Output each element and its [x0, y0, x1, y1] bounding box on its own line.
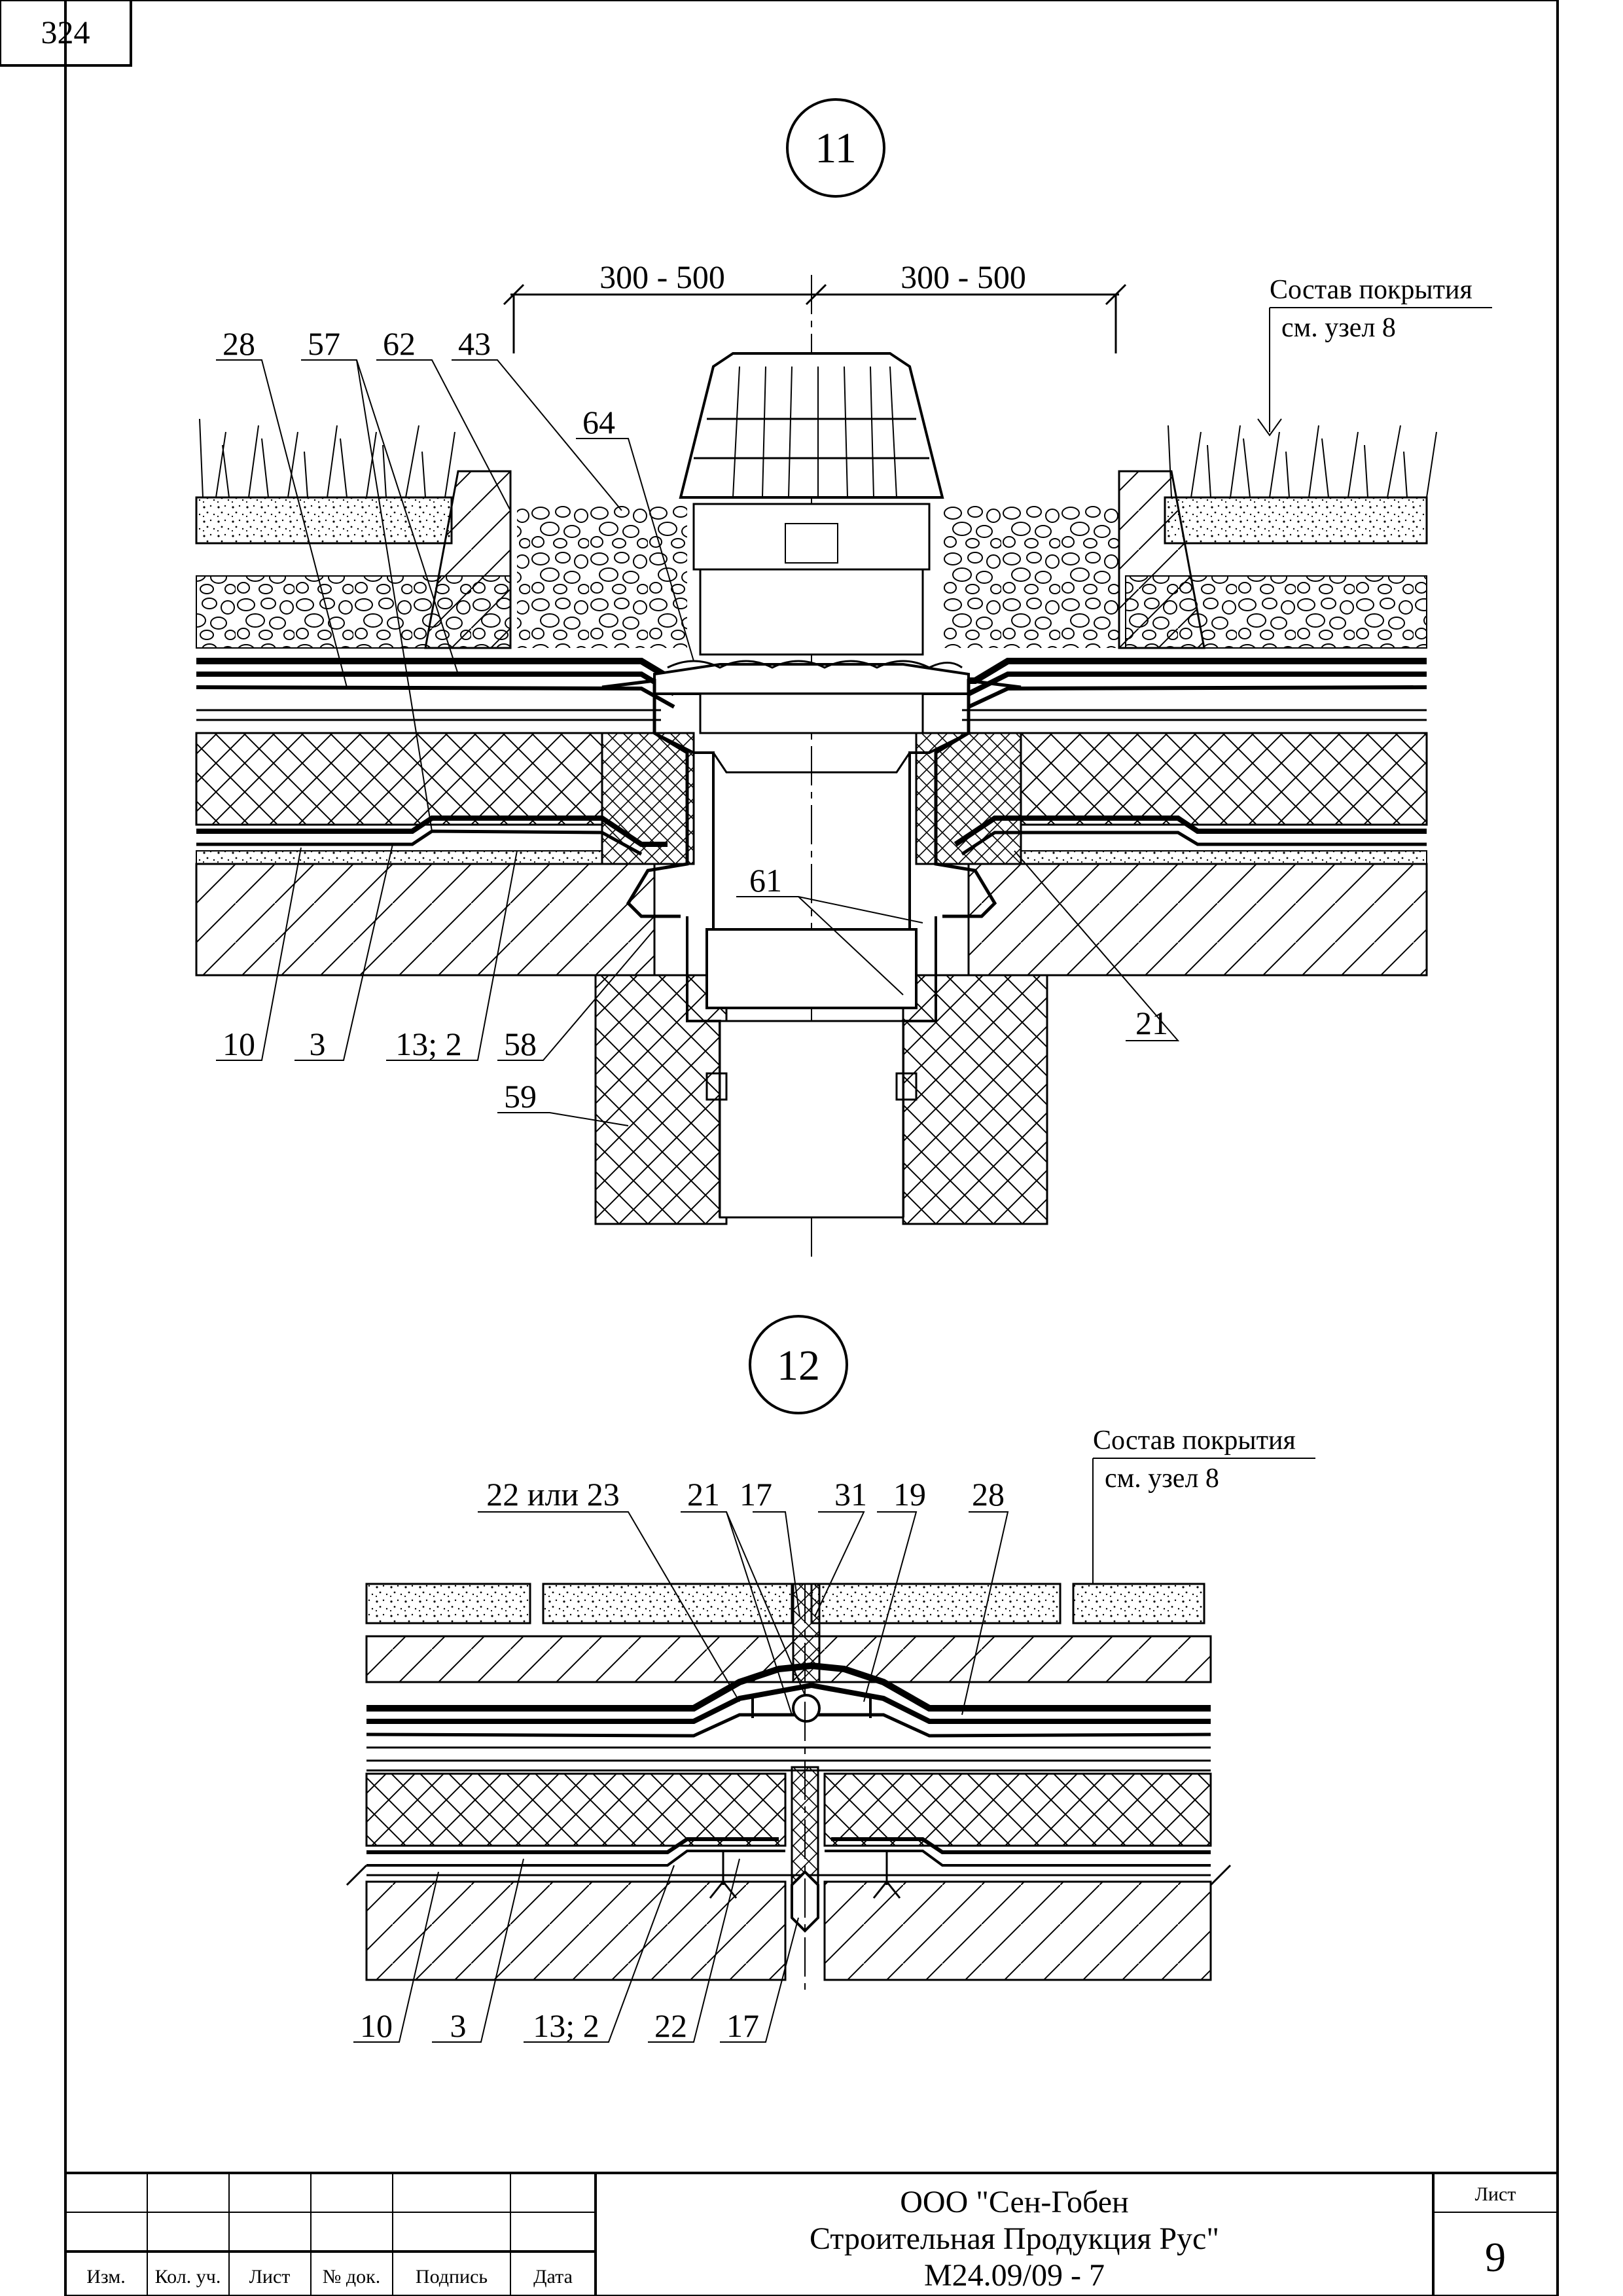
coating-note-12-line2: см. узел 8 [1105, 1463, 1219, 1494]
label-3: 3 [310, 1026, 326, 1062]
document-code: М24.09/09 - 7 [924, 2258, 1105, 2293]
gravel-fill-right [942, 504, 1119, 648]
insulation-collar-right [915, 732, 1022, 865]
label-12-17: 17 [740, 1476, 772, 1513]
dimension-right: 300 - 500 [901, 259, 1026, 295]
insulation-12-right [823, 1772, 1212, 1847]
insulation-upper-left [195, 732, 603, 826]
company-line2: Строительная Продукция Рус" [810, 2221, 1219, 2256]
label-64: 64 [582, 404, 615, 440]
node-11-leaders [216, 359, 1180, 1126]
curb-right [1118, 470, 1205, 649]
label-61: 61 [749, 862, 782, 899]
drain-pipe-outlet [705, 928, 918, 1009]
node-12-leaders [353, 1511, 1009, 2043]
tb-col-kol-uch: Кол. уч. [155, 2266, 221, 2287]
pipe-insulation-left [594, 974, 728, 1225]
membrane-12-lower [366, 1837, 1211, 1876]
label-28: 28 [223, 325, 255, 362]
node-11: 11 300 - 500 300 - 500 Состав покрытия с… [195, 98, 1492, 1257]
label-12-13-2: 13; 2 [533, 2007, 599, 2044]
grass-right [1164, 425, 1437, 545]
tb-col-list: Лист [249, 2266, 291, 2287]
label-12-31: 31 [834, 1476, 867, 1513]
grass-left [195, 418, 455, 545]
label-12-19: 19 [893, 1476, 926, 1513]
coating-note-line2: см. узел 8 [1281, 313, 1396, 343]
pipe-insulation-right [902, 974, 1048, 1225]
coating-note-12-line1: Состав покрытия [1093, 1426, 1296, 1456]
label-10: 10 [223, 1026, 255, 1062]
sheet-label: Лист [1475, 2183, 1516, 2205]
membrane-12 [366, 1583, 1211, 1772]
curb-left [424, 470, 512, 649]
tb-col-date: Дата [533, 2266, 573, 2287]
label-12-17-bottom: 17 [726, 2007, 759, 2044]
anchors [346, 1852, 1232, 1899]
label-12-28: 28 [972, 1476, 1005, 1513]
label-13-2: 13; 2 [395, 1026, 461, 1062]
label-21: 21 [1135, 1005, 1168, 1041]
node-12-coating-note: Состав покрытия см. узел 8 [1092, 1426, 1315, 1584]
node-12: 12 Состав покрытия см. узел 8 [346, 1315, 1315, 2044]
dimension-left: 300 - 500 [599, 259, 725, 295]
coating-note-line1: Состав покрытия [1270, 275, 1472, 305]
label-12-22: 22 [654, 2007, 687, 2044]
insulation-upper-right [1020, 732, 1428, 826]
node-11-circle [786, 98, 885, 198]
paving-slabs [365, 1583, 1205, 1624]
label-12-21: 21 [687, 1476, 720, 1513]
slab-12-right [823, 1880, 1212, 1981]
slab-12-left [365, 1880, 787, 1981]
node-11-number: 11 [815, 124, 857, 172]
insulation-12-left [365, 1772, 787, 1847]
label-59: 59 [504, 1078, 537, 1115]
title-block [65, 2172, 1558, 2296]
slab-right [967, 863, 1428, 977]
roof-drain [601, 352, 1022, 1219]
tb-col-signature: Подпись [416, 2266, 488, 2287]
node-12-number: 12 [777, 1342, 820, 1390]
label-58: 58 [504, 1026, 537, 1062]
label-12-3: 3 [450, 2007, 467, 2044]
company-line1: ООО "Сен-Гобен [900, 2185, 1128, 2219]
node-11-coating-note: Состав покрытия см. узел 8 [1257, 275, 1492, 437]
label-57: 57 [308, 325, 340, 362]
vapor-layer-right [1020, 850, 1427, 865]
tb-col-izm: Изм. [86, 2266, 126, 2287]
sheet-number: 9 [1485, 2234, 1506, 2280]
vapor-layer-left [196, 850, 603, 865]
label-62: 62 [383, 325, 416, 362]
page-number: 324 [41, 14, 90, 50]
gravel-fill-left [517, 504, 687, 648]
label-12-10: 10 [360, 2007, 393, 2044]
tb-col-doc: № док. [323, 2266, 380, 2287]
sheet-frame [0, 0, 1559, 2296]
drain-grate [679, 352, 944, 499]
label-43: 43 [458, 325, 491, 362]
label-22-or-23: 22 или 23 [486, 1476, 619, 1513]
bedding-layer [365, 1635, 1212, 1683]
slab-left [195, 863, 656, 977]
node-12-circle [749, 1315, 848, 1414]
